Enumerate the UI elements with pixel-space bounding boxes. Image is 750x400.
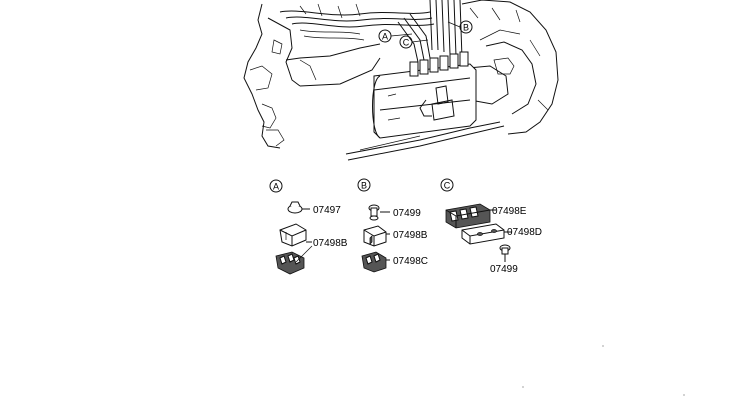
engine-illustration: A B C	[243, 0, 559, 161]
injection-pipes	[279, 0, 463, 63]
scan-specks	[522, 345, 685, 396]
parts-group-a: A 07497 07498B	[269, 179, 348, 275]
injection-pump	[372, 51, 477, 139]
svg-text:B: B	[361, 181, 367, 191]
engine-callout-c: C	[399, 35, 429, 49]
part-number-label: 07498E	[492, 206, 527, 217]
group-a-header: A	[269, 179, 283, 193]
part-07497-clamp-nut: 07497	[287, 201, 341, 216]
engine-callout-a: A	[378, 29, 413, 43]
group-b-header: B	[357, 178, 371, 192]
part-07498c-clamp: 07498C	[361, 251, 428, 273]
part-07498b-clamp: 07498B	[363, 225, 428, 247]
gear-housing	[461, 0, 559, 135]
svg-text:C: C	[444, 181, 451, 191]
part-07498b-clamp-upper: 07498B	[279, 223, 348, 249]
svg-text:C: C	[403, 38, 410, 48]
part-07498e-clamp-block: 07498E	[445, 203, 527, 229]
part-number-label: 07498C	[393, 256, 428, 267]
part-number-label: 07497	[313, 205, 341, 216]
svg-text:A: A	[273, 182, 279, 192]
group-c-header: C	[440, 178, 454, 192]
parts-group-c: C 07498E 07498D 07499	[440, 178, 542, 275]
part-number-label: 07498B	[313, 238, 348, 249]
part-07498b-clamp-lower	[275, 245, 313, 275]
parts-group-b: B 07499 07498B 07498C	[357, 178, 428, 273]
part-07499-bolt: 07499	[368, 204, 421, 221]
part-number-label: 07499	[393, 208, 421, 219]
part-07498d-clamp-plate: 07498D	[461, 223, 542, 245]
base-rail	[345, 121, 505, 161]
part-number-label: 07499	[490, 264, 518, 275]
svg-text:A: A	[382, 32, 388, 42]
part-number-label: 07498D	[507, 227, 542, 238]
part-number-label: 07498B	[393, 230, 428, 241]
part-07499-bolt: 07499	[490, 244, 518, 275]
engine-block	[243, 3, 381, 149]
engine-callout-b: B	[447, 20, 473, 34]
svg-text:B: B	[463, 23, 469, 33]
